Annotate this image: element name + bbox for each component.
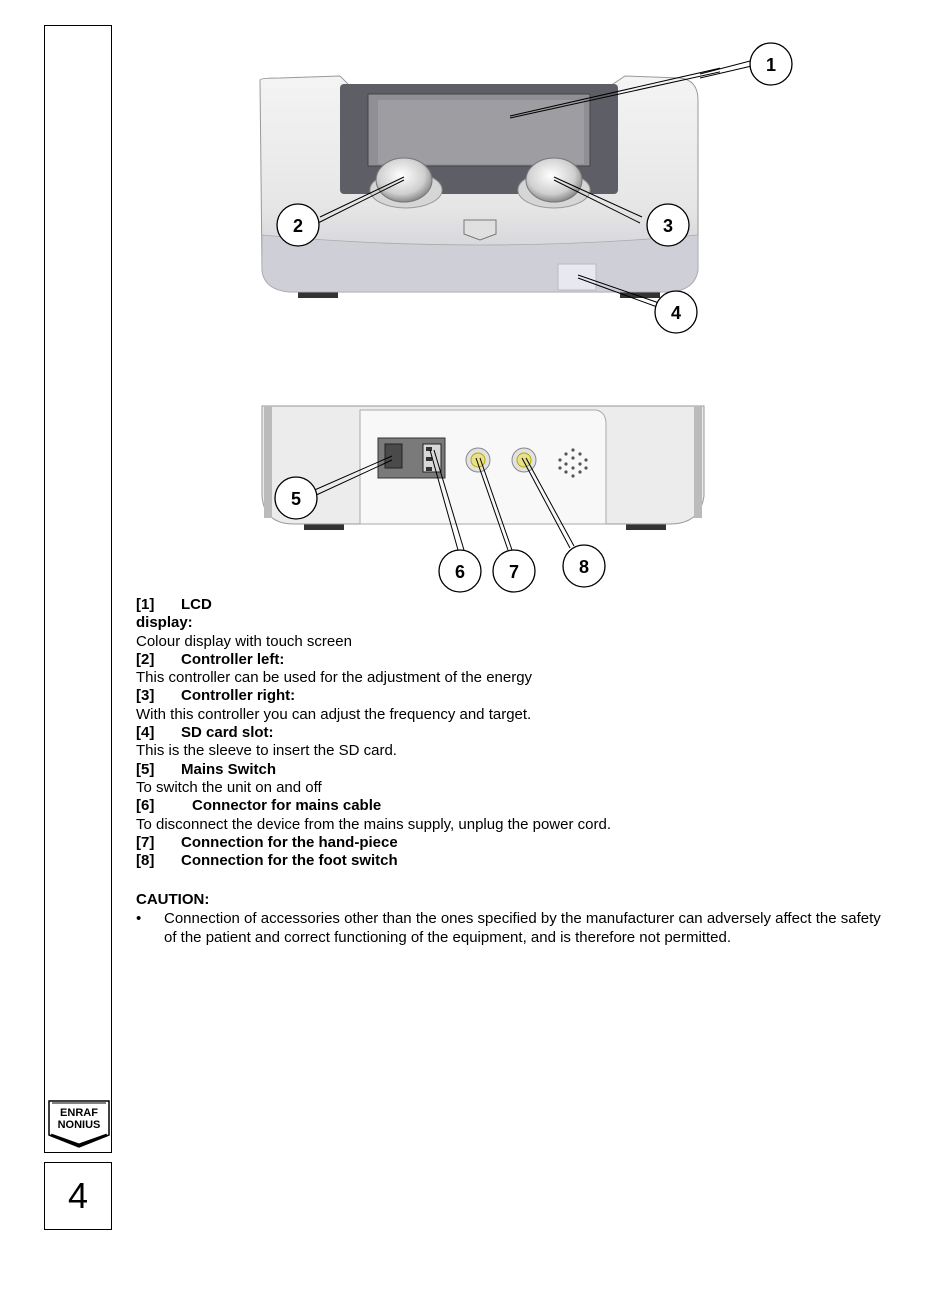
legend-title: SD card slot: — [181, 724, 274, 742]
legend-item-4-title: [4] SD card slot: — [136, 724, 896, 742]
legend-num: [1] — [136, 596, 155, 613]
legend-title: Connector for mains cable — [192, 797, 382, 815]
legend-item-2-title: [2] Controller left: — [136, 651, 896, 669]
page-number: 4 — [44, 1162, 112, 1230]
legend-item-7-title: [7] Connection for the hand-piece — [136, 834, 896, 852]
callout-2: 2 — [293, 216, 303, 236]
callout-3: 3 — [663, 216, 673, 236]
caution-heading: CAUTION: — [136, 891, 210, 908]
legend-title-continued: display: — [136, 614, 193, 632]
legend-num: [3] — [136, 687, 155, 705]
device-front-illustration: 3 2 4 — [259, 67, 720, 334]
legend: [1] LCD display: Colour display with tou… — [136, 596, 896, 870]
legend-title: Controller left: — [181, 650, 285, 668]
caution-text: Connection of accessories other than the… — [164, 910, 881, 946]
legend-desc: To switch the unit on and off — [136, 778, 322, 796]
logo-line1: ENRAF — [60, 1107, 98, 1119]
legend-num: [7] — [136, 833, 155, 851]
callout-5: 5 — [291, 489, 301, 509]
logo-line2: NONIUS — [58, 1119, 101, 1131]
callout-4: 4 — [671, 303, 681, 323]
legend-item-3-title: [3] Controller right: — [136, 687, 896, 705]
legend-title: Connection for the foot switch — [181, 852, 398, 870]
legend-desc: Colour display with touch screen — [136, 632, 352, 650]
device-rear-illustration: 5 6 7 8 — [261, 405, 705, 593]
legend-title: LCD — [181, 596, 212, 613]
legend-title: Connection for the hand-piece — [181, 833, 398, 851]
legend-item-5-title: [5] Mains Switch — [136, 761, 896, 779]
callout-8: 8 — [579, 557, 589, 577]
caution-bullet-item: • Connection of accessories other than t… — [136, 909, 896, 947]
legend-desc: With this controller you can adjust the … — [136, 705, 532, 723]
callout-6: 6 — [455, 562, 465, 582]
callout-1: 1 — [766, 55, 776, 75]
legend-item-8-title: [8] Connection for the foot switch — [136, 852, 896, 870]
legend-desc: This controller can be used for the adju… — [136, 669, 533, 687]
callout-1-group: 1 — [700, 42, 793, 86]
legend-num: [6] — [136, 797, 155, 815]
legend-desc: To disconnect the device from the mains … — [136, 815, 611, 833]
legend-desc: This is the sleeve to insert the SD card… — [136, 742, 397, 760]
sidebar-frame — [44, 25, 112, 1153]
legend-num: [4] — [136, 724, 155, 742]
legend-item-1-title: [1] LCD — [136, 596, 896, 614]
legend-num: [2] — [136, 650, 155, 668]
legend-num: [5] — [136, 760, 155, 778]
caution-section: CAUTION: • Connection of accessories oth… — [136, 890, 896, 947]
legend-title: Controller right: — [181, 687, 296, 705]
callout-7: 7 — [509, 562, 519, 582]
bullet-icon: • — [136, 910, 142, 927]
enraf-nonius-logo: ENRAF NONIUS — [48, 1100, 110, 1148]
legend-num: [8] — [136, 852, 155, 870]
legend-title: Mains Switch — [181, 760, 277, 778]
legend-item-6-title: [6] Connector for mains cable — [136, 797, 896, 815]
